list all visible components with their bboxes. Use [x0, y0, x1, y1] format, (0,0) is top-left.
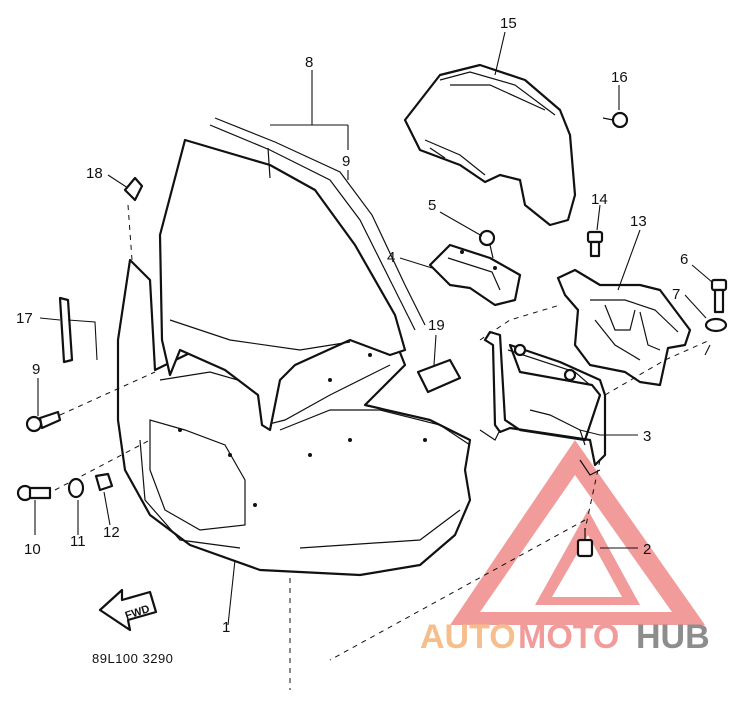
callout-5: 5	[428, 197, 436, 214]
callouts: 1 2 3 4 5 6 7 8 9 9 10 11 12 13 14 15 16…	[16, 15, 688, 636]
part-10-bolt	[16, 484, 52, 502]
callout-12: 12	[103, 524, 120, 541]
watermark-text-moto: MOTO	[518, 618, 619, 656]
assembly-lines	[54, 204, 711, 690]
callout-17: 17	[16, 310, 33, 327]
leader-lines	[34, 31, 713, 626]
part-5-bolt	[478, 229, 496, 259]
part-13-bracket	[556, 268, 692, 387]
part-14-bolt	[586, 230, 604, 258]
watermark: AUTO MOTO HUB	[420, 440, 710, 656]
fwd-arrow: FWD	[98, 588, 158, 632]
diagram-code: 89L100 3290	[92, 651, 173, 666]
part-16-screw	[602, 111, 629, 129]
part-9-bolt	[25, 410, 62, 433]
part-4-bracket	[428, 243, 522, 307]
callout-18: 18	[86, 165, 103, 182]
callout-11: 11	[70, 533, 86, 550]
callout-9-upper: 9	[342, 153, 350, 170]
callout-7: 7	[672, 286, 680, 303]
callout-3: 3	[643, 428, 651, 445]
callout-6: 6	[680, 251, 688, 268]
callout-16: 16	[611, 69, 628, 86]
callout-9-lower: 9	[32, 361, 40, 378]
part-19-label	[416, 358, 462, 394]
callout-8: 8	[305, 54, 313, 71]
callout-13: 13	[630, 213, 647, 230]
part-7-nut	[704, 317, 728, 333]
part-8-windscreen	[158, 117, 426, 432]
part-12-damper	[94, 472, 114, 492]
part-17-plate	[58, 296, 74, 364]
callout-15: 15	[500, 15, 517, 32]
callout-14: 14	[591, 191, 608, 208]
callout-4: 4	[387, 249, 395, 266]
callout-19: 19	[428, 317, 445, 334]
callout-1: 1	[222, 619, 230, 636]
part-3-stay	[479, 330, 607, 476]
watermark-triangle	[450, 440, 705, 625]
watermark-text-hub: HUB	[636, 618, 710, 656]
watermark-inner-triangle	[535, 510, 640, 605]
part-11-collar	[67, 477, 85, 499]
watermark-text-auto: AUTO	[420, 618, 516, 656]
callout-10: 10	[24, 541, 41, 558]
part-18-grommet	[123, 176, 144, 202]
part-15-upper-cover	[403, 63, 577, 227]
callout-2: 2	[643, 541, 651, 558]
part-2-screw	[576, 528, 594, 558]
part-6-bolt	[710, 278, 728, 314]
